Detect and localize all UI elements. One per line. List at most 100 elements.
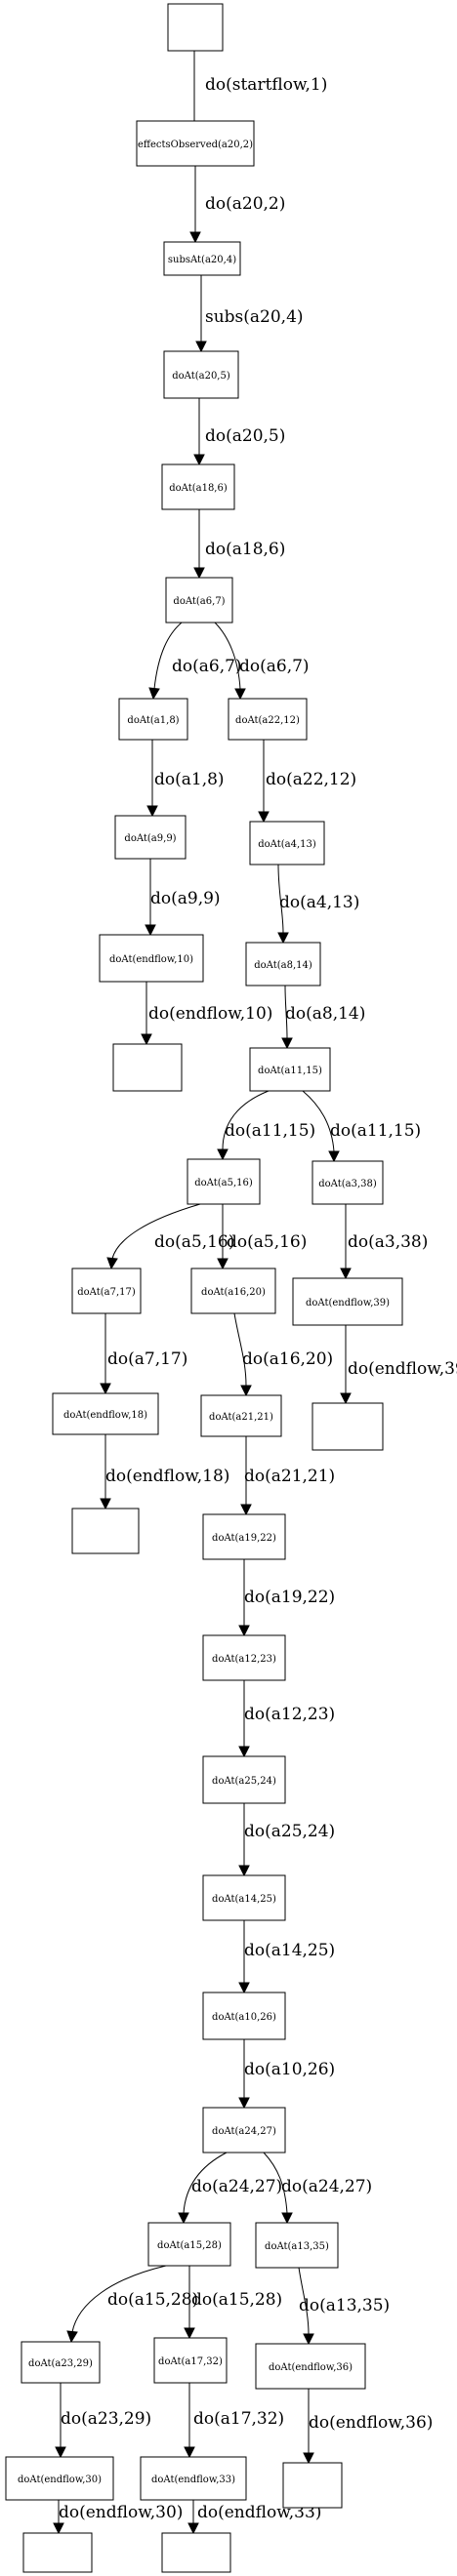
edge-label-24: do(a12,23) xyxy=(244,1705,335,1724)
edge-7 xyxy=(146,740,158,818)
node-label: doAt(a8,14) xyxy=(254,960,312,971)
edge-label-4: do(a18,6) xyxy=(205,540,285,559)
edge-9 xyxy=(145,859,156,937)
edge-16 xyxy=(217,1204,228,1270)
node-23: doAt(a19,22) xyxy=(202,1513,286,1560)
node-label: doAt(a12,23) xyxy=(212,1654,276,1665)
node-5: doAt(a6,7) xyxy=(165,577,233,624)
edge-label-9: do(a9,9) xyxy=(150,889,221,908)
node-box xyxy=(163,350,239,399)
node-box xyxy=(312,1160,384,1205)
edge-label-31: do(a15,28) xyxy=(191,2290,282,2310)
edge-label-33: do(a23,29) xyxy=(61,2409,151,2429)
node-box xyxy=(202,2107,286,2153)
edge-8 xyxy=(258,740,270,824)
node-label: doAt(a13,35) xyxy=(265,2241,329,2252)
node-38 xyxy=(282,2462,343,2509)
edge-label-3: do(a20,5) xyxy=(205,426,285,446)
edge-32 xyxy=(298,2267,314,2346)
node-box xyxy=(245,942,321,986)
node-label: doAt(endflow,39) xyxy=(306,1298,390,1308)
node-box xyxy=(5,2456,114,2501)
edge-label-34: do(a17,32) xyxy=(193,2409,284,2429)
edge-label-25: do(a25,24) xyxy=(244,1822,335,1841)
edge-20 xyxy=(340,1325,352,1405)
node-box xyxy=(187,1158,261,1205)
edge-label-12: do(a8,14) xyxy=(285,1004,365,1024)
node-35: doAt(endflow,33) xyxy=(140,2456,247,2501)
edge-30 xyxy=(66,2265,167,2344)
node-label: doAt(a19,22) xyxy=(212,1533,276,1544)
edge-label-5: do(a6,7) xyxy=(172,657,242,676)
edge-37 xyxy=(187,2500,199,2535)
edge-19 xyxy=(233,1312,252,1397)
edge-label-28: do(a24,27) xyxy=(191,2177,282,2196)
edge-label-18: do(a7,17) xyxy=(107,1349,187,1369)
edge-label-8: do(a22,12) xyxy=(266,770,356,789)
edge-label-32: do(a13,35) xyxy=(299,2296,390,2315)
node-box xyxy=(292,1277,403,1326)
node-36 xyxy=(22,2532,93,2573)
edge-34 xyxy=(184,2383,195,2459)
node-label: doAt(a9,9) xyxy=(124,833,176,844)
edge-14 xyxy=(302,1090,340,1163)
node-box xyxy=(249,821,325,865)
node-28: doAt(a24,27) xyxy=(202,2107,286,2153)
edge-31 xyxy=(184,2266,195,2340)
node-box xyxy=(202,1874,286,1921)
node-label: doAt(a22,12) xyxy=(235,715,300,726)
node-label: effectsObserved(a20,2) xyxy=(138,140,253,150)
edge-label-17: do(a3,38) xyxy=(348,1232,428,1252)
edge-33 xyxy=(55,2383,66,2459)
edge-2 xyxy=(195,275,207,353)
node-20: doAt(a21,21) xyxy=(200,1394,282,1437)
edge-label-16: do(a5,16) xyxy=(227,1232,307,1252)
edge-28 xyxy=(178,2152,228,2225)
node-label: doAt(a20,5) xyxy=(172,371,230,382)
edge-4 xyxy=(193,509,205,580)
node-box xyxy=(282,2462,343,2509)
node-label: doAt(endflow,33) xyxy=(151,2475,235,2485)
node-27: doAt(a10,26) xyxy=(202,1992,286,2040)
edge-27 xyxy=(238,2039,250,2110)
node-box xyxy=(202,1992,286,2040)
node-1: effectsObserved(a20,2) xyxy=(136,120,255,167)
edge-label-22: do(a21,21) xyxy=(244,1467,335,1486)
node-12 xyxy=(112,1043,183,1092)
node-31: doAt(a23,29) xyxy=(21,2341,101,2384)
edge-label-6: do(a6,7) xyxy=(239,657,310,676)
node-label: doAt(a7,17) xyxy=(77,1287,136,1298)
node-box xyxy=(200,1394,282,1437)
edge-25 xyxy=(238,1803,250,1877)
node-9: doAt(a4,13) xyxy=(249,821,325,865)
node-0 xyxy=(167,3,224,52)
edge-label-7: do(a1,8) xyxy=(154,770,225,789)
edge-label-23: do(a19,22) xyxy=(244,1588,335,1607)
node-box xyxy=(22,2532,93,2573)
node-box xyxy=(202,1513,286,1560)
edge-label-14: do(a11,15) xyxy=(330,1121,421,1141)
edge-21 xyxy=(100,1434,111,1510)
edge-labels: do(startflow,1) do(a20,2) subs(a20,4) do… xyxy=(59,75,457,2522)
node-box xyxy=(112,1043,183,1092)
node-box xyxy=(147,2222,231,2267)
edge-29 xyxy=(263,2152,293,2225)
node-label: doAt(a11,15) xyxy=(258,1066,322,1076)
node-2: subsAt(a20,4) xyxy=(163,241,241,276)
node-label: doAt(a15,28) xyxy=(157,2240,222,2251)
node-14: doAt(a5,16) xyxy=(187,1158,261,1205)
node-label: doAt(endflow,18) xyxy=(63,1410,147,1421)
node-label: subsAt(a20,4) xyxy=(168,255,236,265)
node-30: doAt(a13,35) xyxy=(255,2222,339,2269)
node-box xyxy=(153,2337,228,2384)
node-34: doAt(endflow,30) xyxy=(5,2456,114,2501)
node-box xyxy=(161,463,235,510)
edge-label-19: do(a16,20) xyxy=(242,1349,333,1369)
edge-17 xyxy=(340,1204,352,1280)
node-box xyxy=(140,2456,247,2501)
node-13: doAt(a11,15) xyxy=(249,1047,331,1092)
edge-label-1: do(a20,2) xyxy=(205,194,285,214)
node-label: doAt(a5,16) xyxy=(194,1178,253,1188)
node-label: doAt(a24,27) xyxy=(212,2126,276,2137)
